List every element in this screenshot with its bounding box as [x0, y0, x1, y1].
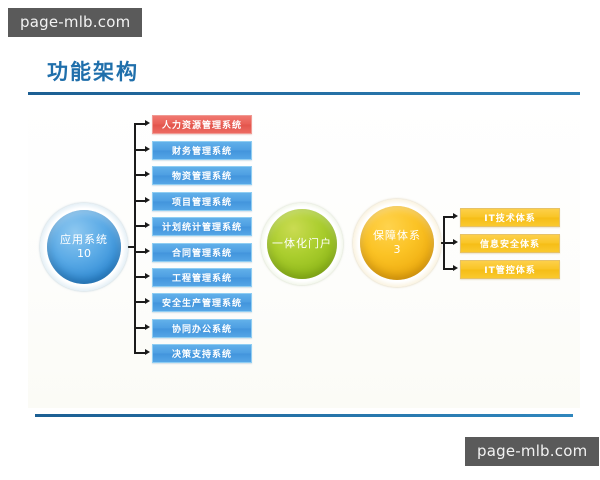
system-box-label: 项目管理系统	[171, 197, 232, 208]
page-title: 功能架构	[47, 60, 139, 84]
application-circle-count: 10	[77, 247, 91, 260]
application-stem	[121, 246, 135, 248]
arrow-app-10	[145, 348, 150, 355]
system-box-9[interactable]: 协同办公系统	[152, 318, 252, 338]
arrow-app-3	[145, 170, 150, 177]
system-box-label: 合同管理系统	[171, 248, 232, 259]
arrow-support-3	[453, 264, 458, 271]
support-circle[interactable]: 保障体系 3	[360, 206, 434, 280]
system-box-4[interactable]: 项目管理系统	[152, 191, 252, 211]
arrow-app-7	[145, 272, 150, 279]
support-box-label: IT管控体系	[484, 265, 536, 276]
arrow-app-4	[145, 196, 150, 203]
support-box-2[interactable]: 信息安全体系	[460, 233, 560, 253]
arrow-app-1	[145, 119, 150, 126]
application-trunk	[134, 123, 136, 352]
system-box-8[interactable]: 安全生产管理系统	[152, 292, 252, 312]
system-box-10[interactable]: 决策支持系统	[152, 343, 252, 363]
system-box-5[interactable]: 计划统计管理系统	[152, 216, 252, 236]
branch-app-4	[134, 200, 146, 202]
branch-support-1	[443, 216, 454, 218]
support-circle-count: 3	[393, 243, 401, 256]
portal-circle[interactable]: 一体化门户	[267, 209, 337, 279]
system-box-label: 财务管理系统	[171, 146, 232, 157]
system-box-label: 物资管理系统	[171, 171, 232, 182]
branch-app-8	[134, 301, 146, 303]
system-box-label: 安全生产管理系统	[161, 298, 242, 309]
application-circle[interactable]: 应用系统 10	[47, 210, 121, 284]
system-box-label: 人力资源管理系统	[161, 120, 242, 131]
branch-app-9	[134, 327, 146, 329]
system-box-label: 决策支持系统	[171, 349, 232, 360]
support-box-label: 信息安全体系	[479, 239, 540, 250]
branch-app-1	[134, 123, 146, 125]
system-box-3[interactable]: 物资管理系统	[152, 165, 252, 185]
system-box-2[interactable]: 财务管理系统	[152, 140, 252, 160]
branch-app-7	[134, 276, 146, 278]
system-box-1[interactable]: 人力资源管理系统	[152, 114, 252, 134]
branch-app-10	[134, 352, 146, 354]
arrow-app-9	[145, 323, 150, 330]
watermark-bottom-right: page-mlb.com	[465, 437, 600, 466]
arrow-support-1	[453, 212, 458, 219]
system-box-label: 工程管理系统	[171, 273, 232, 284]
system-box-7[interactable]: 工程管理系统	[152, 267, 252, 287]
arrow-support-2	[453, 238, 458, 245]
system-box-6[interactable]: 合同管理系统	[152, 242, 252, 262]
support-box-3[interactable]: IT管控体系	[460, 259, 560, 279]
arrow-app-2	[145, 145, 150, 152]
arrow-app-6	[145, 247, 150, 254]
application-circle-label: 应用系统	[60, 233, 108, 247]
arrow-app-8	[145, 297, 150, 304]
bottom-divider	[35, 414, 573, 417]
arrow-app-5	[145, 221, 150, 228]
support-circle-label: 保障体系	[373, 229, 421, 243]
portal-circle-label: 一体化门户	[272, 237, 332, 251]
system-box-label: 计划统计管理系统	[161, 222, 242, 233]
branch-app-3	[134, 174, 146, 176]
support-box-1[interactable]: IT技术体系	[460, 207, 560, 227]
title-underline	[28, 92, 580, 95]
branch-support-3	[443, 268, 454, 270]
branch-app-6	[134, 251, 146, 253]
watermark-top-left: page-mlb.com	[8, 8, 143, 37]
branch-support-2	[443, 242, 454, 244]
support-box-label: IT技术体系	[484, 213, 536, 224]
system-box-label: 协同办公系统	[171, 324, 232, 335]
branch-app-2	[134, 149, 146, 151]
branch-app-5	[134, 225, 146, 227]
